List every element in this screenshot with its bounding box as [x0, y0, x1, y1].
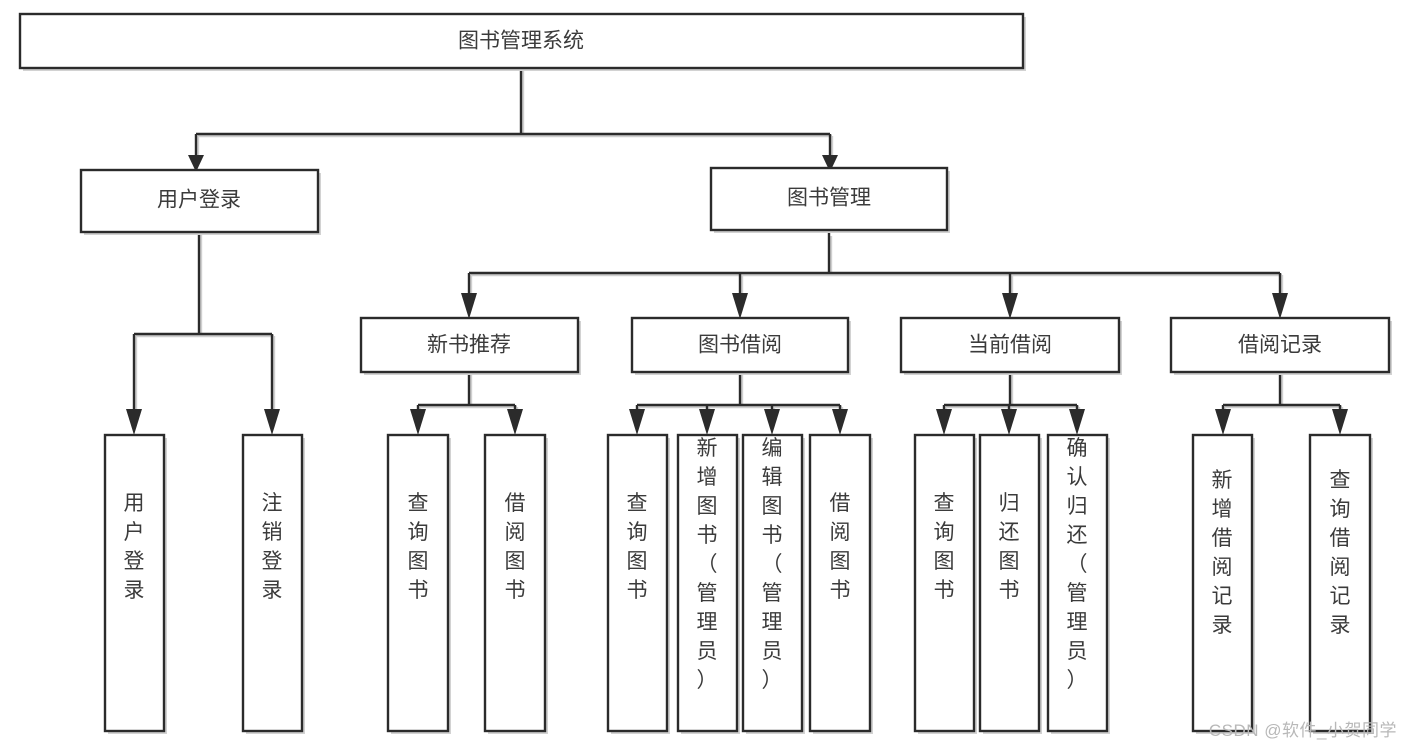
arrow-to-leaf-query-book-2 [629, 409, 645, 435]
node-leaf-query-book-3[interactable]: 查询图书 [913, 433, 977, 734]
node-book-borrow[interactable]: 图书借阅 [630, 316, 851, 375]
node-leaf-logout-login-label: 注销登录 [262, 492, 283, 602]
link-book-borrow-to-leaves [635, 372, 842, 412]
node-leaf-query-book-3-label: 查询图书 [934, 492, 955, 602]
arrow-to-new-book-recommend [461, 293, 477, 319]
node-borrow-record-label: 借阅记录 [1238, 334, 1322, 357]
node-leaf-query-book-1-label: 查询图书 [408, 492, 429, 602]
link-current-borrow-to-leaves [942, 372, 1079, 412]
node-current-borrow[interactable]: 当前借阅 [899, 316, 1122, 375]
arrow-to-leaf-user-login [126, 409, 142, 435]
node-leaf-confirm-return[interactable]: 确认归还（管理员） [1046, 433, 1110, 734]
link-new-book-recommend-to-leaves [416, 372, 517, 412]
arrow-to-leaf-borrow-book-1 [507, 409, 523, 435]
node-root-label: 图书管理系统 [458, 30, 584, 53]
node-leaf-query-record-label: 查询借阅记录 [1330, 469, 1351, 637]
arrow-to-current-borrow [1002, 293, 1018, 319]
node-borrow-record[interactable]: 借阅记录 [1169, 316, 1392, 375]
link-root-to-level1 [194, 68, 832, 158]
node-leaf-borrow-book-2-label: 借阅图书 [830, 492, 851, 602]
arrow-to-leaf-query-book-1 [410, 409, 426, 435]
arrow-to-leaf-add-record [1215, 409, 1231, 435]
arrow-to-leaf-borrow-book-2 [832, 409, 848, 435]
node-leaf-return-book[interactable]: 归还图书 [978, 433, 1042, 734]
node-leaf-add-book-label: 新增图书（管理员） [697, 437, 718, 692]
node-leaf-confirm-return-label: 确认归还（管理员） [1067, 437, 1088, 692]
node-leaf-add-record-label: 新增借阅记录 [1212, 469, 1233, 637]
arrow-to-borrow-record [1272, 293, 1288, 319]
node-leaf-add-book[interactable]: 新增图书（管理员） [676, 433, 740, 734]
node-leaf-return-book-label: 归还图书 [999, 492, 1020, 602]
node-book-management[interactable]: 图书管理 [709, 166, 950, 233]
node-leaf-query-record[interactable]: 查询借阅记录 [1308, 433, 1373, 734]
arrow-to-leaf-confirm-return [1069, 409, 1085, 435]
node-root[interactable]: 图书管理系统 [18, 12, 1026, 71]
node-user-login[interactable]: 用户登录 [79, 168, 321, 235]
arrow-to-leaf-query-record [1332, 409, 1348, 435]
connector-layer [126, 68, 1348, 435]
arrow-to-book-borrow [732, 293, 748, 319]
node-book-borrow-label: 图书借阅 [698, 334, 782, 357]
node-leaf-edit-book[interactable]: 编辑图书（管理员） [741, 433, 805, 734]
node-leaf-add-record[interactable]: 新增借阅记录 [1191, 433, 1255, 734]
node-leaf-edit-book-label: 编辑图书（管理员） [762, 437, 783, 692]
node-user-login-label: 用户登录 [157, 189, 241, 212]
node-leaf-user-login-label: 用户登录 [124, 492, 145, 602]
arrow-to-leaf-logout-login [264, 409, 280, 435]
node-leaf-borrow-book-2[interactable]: 借阅图书 [808, 433, 873, 734]
node-book-management-label: 图书管理 [787, 187, 871, 210]
node-leaf-borrow-book-1[interactable]: 借阅图书 [483, 433, 548, 734]
link-borrow-record-to-leaves [1221, 372, 1342, 412]
node-leaf-query-book-1[interactable]: 查询图书 [386, 433, 451, 734]
node-new-book-recommend[interactable]: 新书推荐 [359, 316, 581, 375]
node-current-borrow-label: 当前借阅 [968, 334, 1052, 357]
arrow-to-user-login [188, 155, 204, 172]
arrow-to-leaf-return-book [1001, 409, 1017, 435]
link-book-management-to-level2 [467, 233, 1282, 296]
arrow-to-leaf-edit-book [764, 409, 780, 435]
node-leaf-query-book-2-label: 查询图书 [627, 492, 648, 602]
node-leaf-borrow-book-1-label: 借阅图书 [505, 492, 526, 602]
node-leaf-user-login[interactable]: 用户登录 [103, 433, 167, 734]
arrow-to-leaf-query-book-3 [936, 409, 952, 435]
node-leaf-query-book-2[interactable]: 查询图书 [606, 433, 670, 734]
arrow-to-leaf-add-book [699, 409, 715, 435]
arrow-to-book-management [822, 155, 838, 172]
node-new-book-recommend-label: 新书推荐 [427, 334, 511, 357]
link-user-login-to-leaves [132, 232, 274, 412]
node-leaf-logout-login[interactable]: 注销登录 [241, 433, 305, 734]
